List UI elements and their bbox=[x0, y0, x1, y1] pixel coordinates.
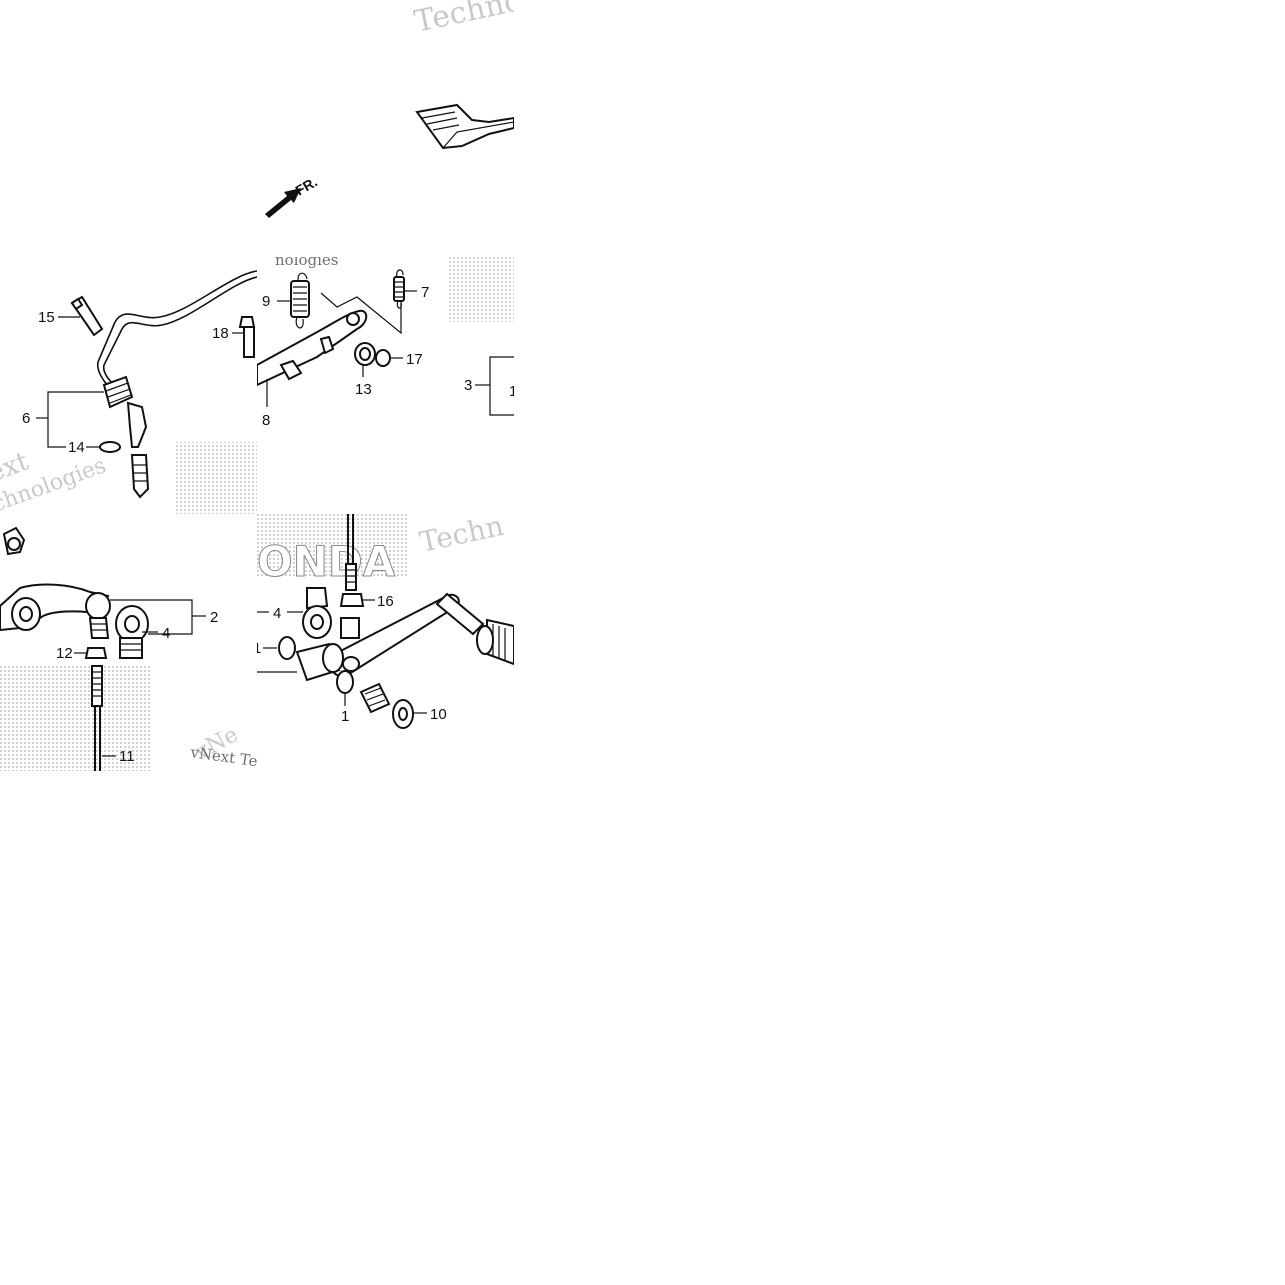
callout-11: 11 bbox=[119, 748, 135, 765]
tile-shift-arm-joints: chnologies vNe vNext Tec bbox=[0, 514, 257, 771]
tile-shift-lever-pivot: ONDA Techn bbox=[257, 514, 514, 771]
watermark-text: nologies bbox=[275, 257, 339, 269]
joint-4-lower bbox=[302, 587, 332, 639]
callout-3: 3 bbox=[464, 377, 472, 394]
spring-7 bbox=[393, 269, 405, 309]
callout-14: 14 bbox=[68, 439, 85, 456]
shift-rod bbox=[96, 270, 257, 499]
callout-10: 10 bbox=[430, 706, 447, 723]
callout-3-sub: 1 bbox=[509, 383, 514, 400]
rod-clip-15 bbox=[70, 295, 104, 337]
watermark-text: Techno bbox=[411, 0, 514, 40]
joint-4 bbox=[115, 605, 149, 659]
callout-12: 12 bbox=[56, 645, 73, 662]
washer-1-lower bbox=[336, 670, 354, 694]
callout-4-lower: 4 bbox=[273, 605, 281, 622]
honda-watermark-dots bbox=[175, 442, 257, 514]
pivot-bolt-10 bbox=[359, 682, 414, 729]
callout-16: 16 bbox=[377, 593, 394, 610]
callout-18: 18 bbox=[212, 325, 229, 342]
washer-17 bbox=[375, 349, 391, 367]
callout-4: 4 bbox=[162, 625, 170, 642]
return-spring-9 bbox=[290, 272, 310, 329]
pivot-collar bbox=[295, 642, 344, 682]
watermark-text: vNext Tec bbox=[188, 743, 257, 771]
watermark-text: chnologies bbox=[14, 514, 97, 516]
honda-watermark-dots bbox=[0, 664, 150, 771]
callout-13: 13 bbox=[355, 381, 372, 398]
callout-7: 7 bbox=[421, 284, 429, 301]
shift-lever bbox=[325, 592, 514, 678]
tile-shift-rod-assembly: ext chnologies bbox=[0, 257, 257, 514]
callout-17: 17 bbox=[406, 351, 423, 368]
callout-1: 1 bbox=[341, 708, 349, 725]
callout-6: 6 bbox=[22, 410, 30, 427]
watermark-text: Techn bbox=[417, 514, 507, 559]
callout-1-upper: 1 bbox=[257, 640, 261, 657]
callout-9: 9 bbox=[262, 293, 270, 310]
shift-pedal-rubber bbox=[415, 103, 514, 150]
callout-2: 2 bbox=[210, 609, 218, 626]
shift-arm-2 bbox=[0, 583, 111, 639]
pedal-arm-8 bbox=[257, 309, 368, 387]
tile-pedal-arm-springs: vNext Tec nologies bbox=[257, 257, 514, 514]
clip-14 bbox=[99, 441, 121, 453]
callout-15: 15 bbox=[38, 309, 55, 326]
honda-watermark-dots bbox=[447, 257, 514, 322]
front-direction-arrow: FR. bbox=[265, 173, 320, 218]
bolt-18 bbox=[238, 316, 256, 358]
nut-12 bbox=[84, 647, 108, 659]
tie-rod-upper bbox=[345, 514, 357, 591]
honda-watermark-text: ONDA bbox=[257, 537, 396, 586]
tile-shift-pedal-top: Techno FR. vNe bbox=[257, 0, 514, 257]
nut-16 bbox=[339, 593, 365, 607]
honda-watermark-dots bbox=[257, 514, 407, 578]
washer-1-upper bbox=[278, 636, 296, 660]
tie-rod-11 bbox=[91, 665, 103, 771]
callout-8: 8 bbox=[262, 412, 270, 429]
